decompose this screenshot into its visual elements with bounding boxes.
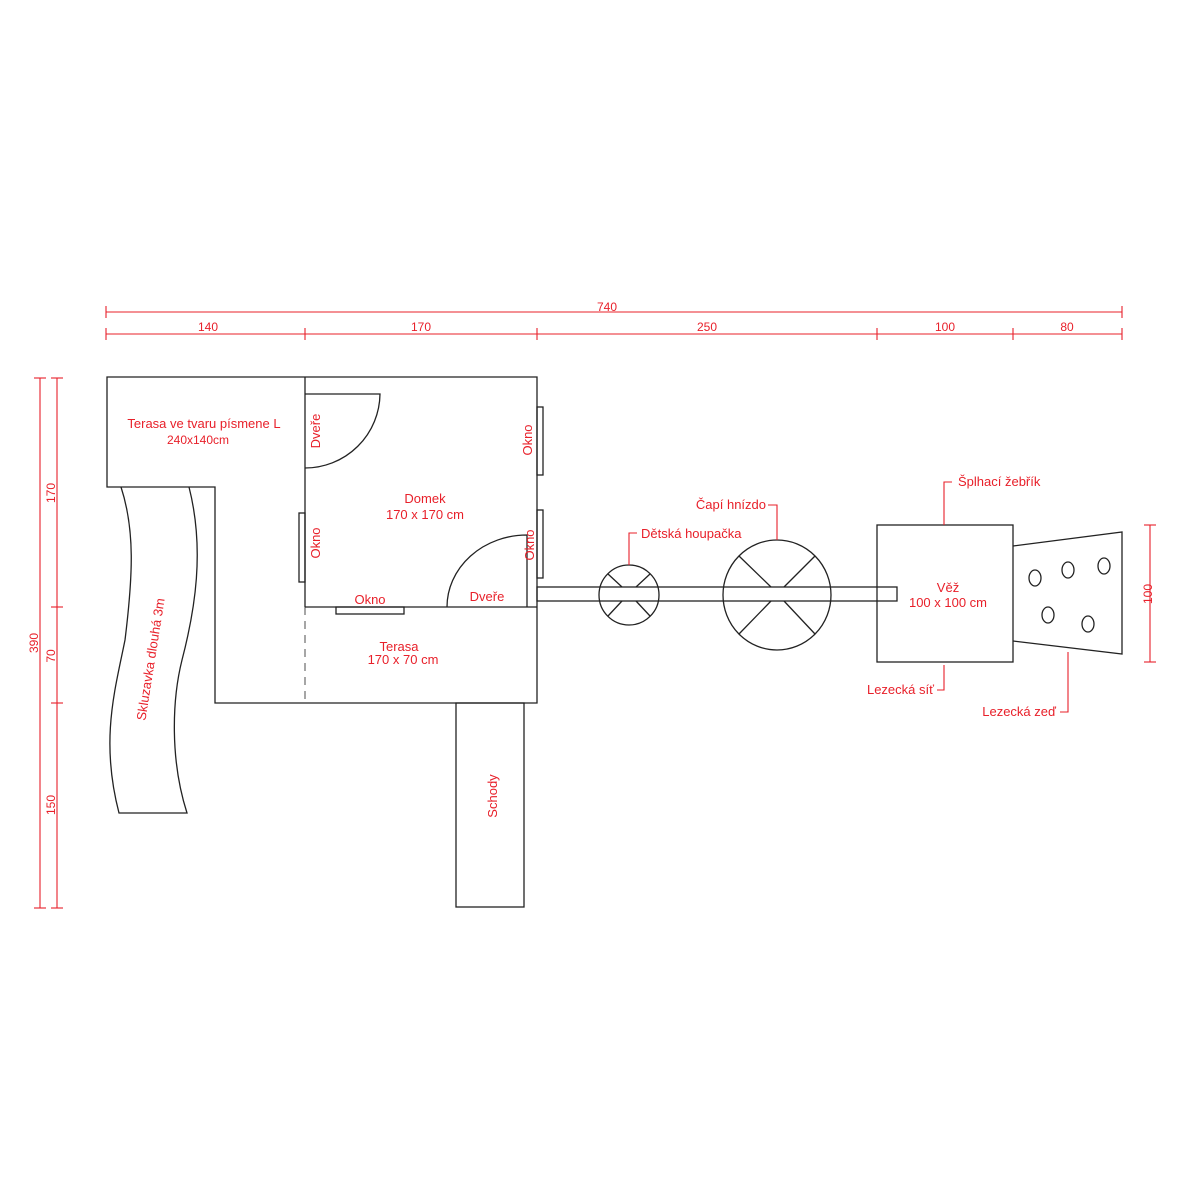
dimension-top-segments: 140 170 250 100 80 (105, 320, 1123, 340)
dim-170: 170 (411, 320, 431, 334)
window-right-top-label: Okno (520, 424, 535, 455)
terrace-label: Terasa (379, 639, 419, 654)
door-right-label: Dveře (470, 589, 505, 604)
l-terrace-size: 240x140cm (167, 433, 229, 447)
slide (109, 486, 198, 814)
stork-nest (722, 539, 832, 651)
nest-leader (768, 504, 778, 540)
tower-label: Věž (937, 580, 959, 595)
stairs (455, 702, 525, 908)
window-left (298, 512, 306, 583)
tower-size: 100 x 100 cm (909, 595, 987, 610)
window-bottom (335, 606, 405, 615)
stairs-label: Schody (485, 774, 500, 818)
dim-140: 140 (198, 320, 218, 334)
swing-label: Dětská houpačka (641, 526, 742, 541)
dim-80: 80 (1060, 320, 1074, 334)
wall-label: Lezecká zeď (982, 704, 1057, 719)
window-left-label: Okno (308, 527, 323, 558)
dim-170-v: 170 (44, 483, 58, 503)
house-size: 170 x 170 cm (386, 507, 464, 522)
dimension-left: 390 170 70 150 (27, 377, 63, 909)
net-leader (937, 665, 945, 691)
door-left-label: Dveře (308, 414, 323, 449)
net-label: Lezecká síť (867, 682, 934, 697)
dim-250: 250 (697, 320, 717, 334)
window-right-bottom-label: Okno (522, 529, 537, 560)
window-bottom-label: Okno (354, 592, 385, 607)
dim-70-v: 70 (44, 649, 58, 663)
dimension-top-total: 740 (105, 300, 1123, 318)
tower (876, 524, 1014, 663)
door-left (304, 393, 381, 469)
dim-390: 390 (27, 633, 41, 653)
climbing-wall (1012, 531, 1123, 655)
ladder-label: Šplhací žebřík (958, 474, 1041, 489)
dimension-right: 100 (1141, 524, 1156, 663)
l-terrace-outline (106, 376, 538, 704)
house-label: Domek (404, 491, 446, 506)
swing-leader (628, 532, 637, 565)
dim-150-v: 150 (44, 795, 58, 815)
window-right-top (536, 406, 544, 476)
dim-100-v: 100 (1141, 584, 1155, 604)
wall-leader (1060, 652, 1069, 713)
dim-740: 740 (597, 300, 617, 314)
swing (598, 564, 660, 626)
ladder-leader (943, 481, 952, 525)
stork-nest-label: Čapí hnízdo (696, 497, 766, 512)
l-terrace-label: Terasa ve tvaru písmene L (127, 416, 280, 431)
window-right-bottom (536, 509, 544, 579)
beam (536, 586, 898, 602)
terrace-size: 170 x 70 cm (368, 652, 439, 667)
door-right (446, 534, 528, 608)
dim-100: 100 (935, 320, 955, 334)
slide-label: Skluzavka dlouhá 3m (133, 597, 167, 721)
